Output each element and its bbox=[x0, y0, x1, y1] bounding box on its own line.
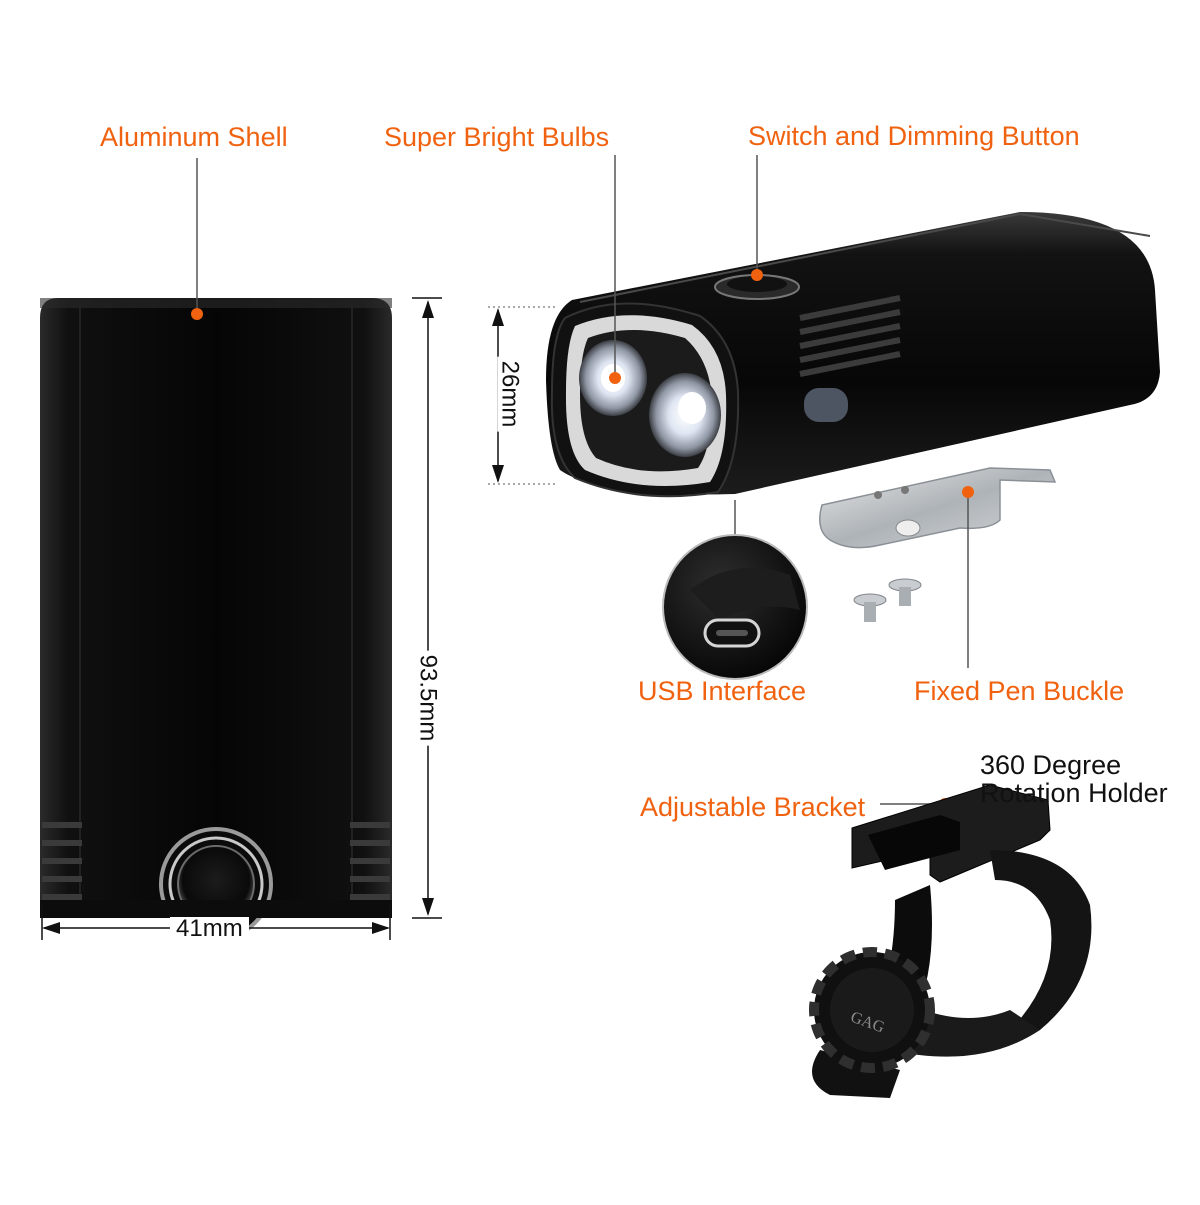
fixed-pen-buckle-clip bbox=[819, 467, 1057, 668]
adjustable-bracket bbox=[809, 784, 1092, 1098]
bracket-knob-icon bbox=[809, 947, 935, 1073]
width-dimension-label: 41mm bbox=[170, 917, 249, 941]
side-switch-button-icon bbox=[714, 274, 800, 300]
fixed-pen-buckle-label: Fixed Pen Buckle bbox=[914, 676, 1125, 706]
front-view-body bbox=[40, 298, 392, 941]
screws bbox=[853, 578, 922, 622]
lens-height-dimension-label: 26mm bbox=[496, 356, 523, 432]
usb-port-inset bbox=[662, 500, 808, 680]
super-bright-bulbs-label: Super Bright Bulbs bbox=[384, 122, 610, 152]
usb-interface-label: USB Interface bbox=[638, 676, 807, 706]
height-dimension-line bbox=[412, 297, 442, 919]
aluminum-shell-label: Aluminum Shell bbox=[100, 122, 288, 152]
bulb-right-icon bbox=[649, 373, 721, 457]
switch-dimming-button-label: Switch and Dimming Button bbox=[748, 121, 1080, 151]
rotation-holder-line2: Rotation Holder bbox=[980, 778, 1168, 808]
bulbs-pointer bbox=[609, 155, 621, 384]
aluminum-shell-pointer bbox=[191, 158, 203, 320]
switch-pointer bbox=[751, 155, 763, 281]
cooling-vents bbox=[799, 295, 901, 377]
height-dimension-label: 93.5mm bbox=[414, 650, 441, 746]
rotation-holder-line1: 360 Degree bbox=[980, 750, 1122, 780]
indicator-light bbox=[804, 388, 848, 422]
adjustable-bracket-label: Adjustable Bracket bbox=[640, 792, 866, 822]
